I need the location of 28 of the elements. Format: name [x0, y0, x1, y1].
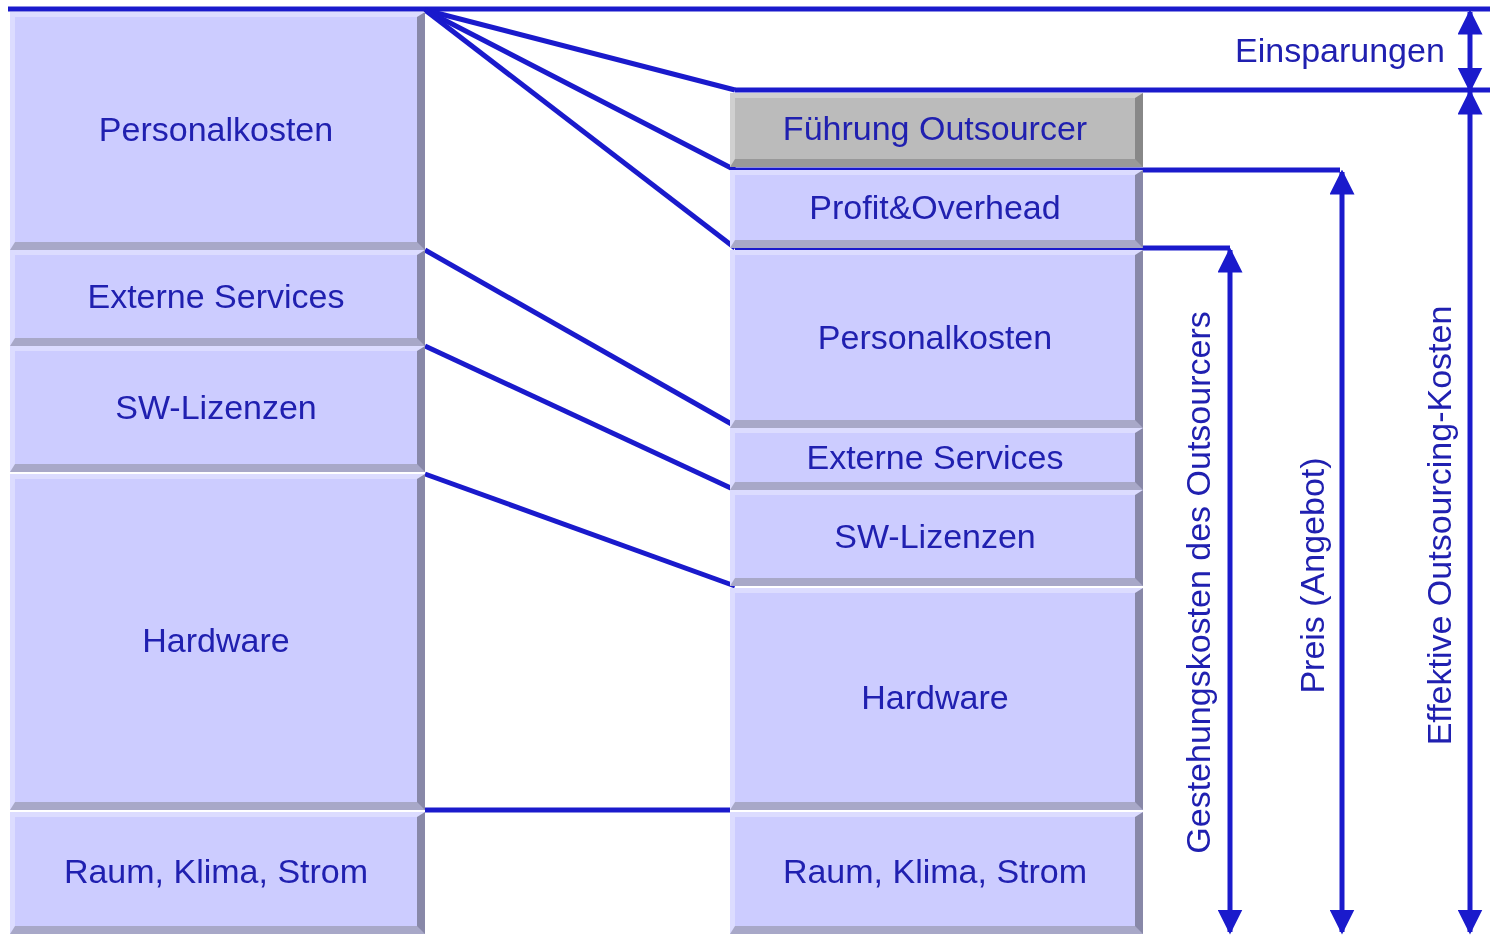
block-label: Personalkosten — [817, 318, 1053, 357]
cost-block — [730, 490, 1143, 586]
block-label: Hardware — [861, 678, 1009, 717]
cost-block — [10, 474, 425, 810]
dimension-label: Preis (Angebot) — [1292, 456, 1332, 694]
cost-block — [730, 93, 1143, 167]
cost-block — [730, 812, 1143, 934]
cost-block — [10, 12, 425, 250]
cost-block — [730, 250, 1143, 428]
cost-block — [730, 428, 1143, 490]
block-label: Externe Services — [87, 277, 345, 316]
cost-block — [10, 250, 425, 346]
block-label: SW-Lizenzen — [834, 517, 1036, 556]
block-label: SW-Lizenzen — [115, 388, 317, 427]
block-label: Profit&Overhead — [809, 188, 1061, 227]
cost-block — [10, 346, 425, 472]
dimension-label: Einsparungen — [1235, 30, 1445, 70]
cost-block — [10, 812, 425, 934]
block-label: Raum, Klima, Strom — [782, 852, 1088, 891]
dimension-label: Effektive Outsourcing-Kosten — [1420, 305, 1460, 745]
cost-block — [730, 170, 1143, 248]
block-label: Personalkosten — [98, 110, 334, 149]
block-label: Führung Outsourcer — [782, 109, 1088, 148]
cost-block — [730, 588, 1143, 810]
block-label: Raum, Klima, Strom — [63, 852, 369, 891]
block-label: Hardware — [142, 621, 290, 660]
block-label: Externe Services — [806, 438, 1064, 477]
dimension-label: Gestehungskosten des Outsourcers — [1178, 310, 1218, 854]
